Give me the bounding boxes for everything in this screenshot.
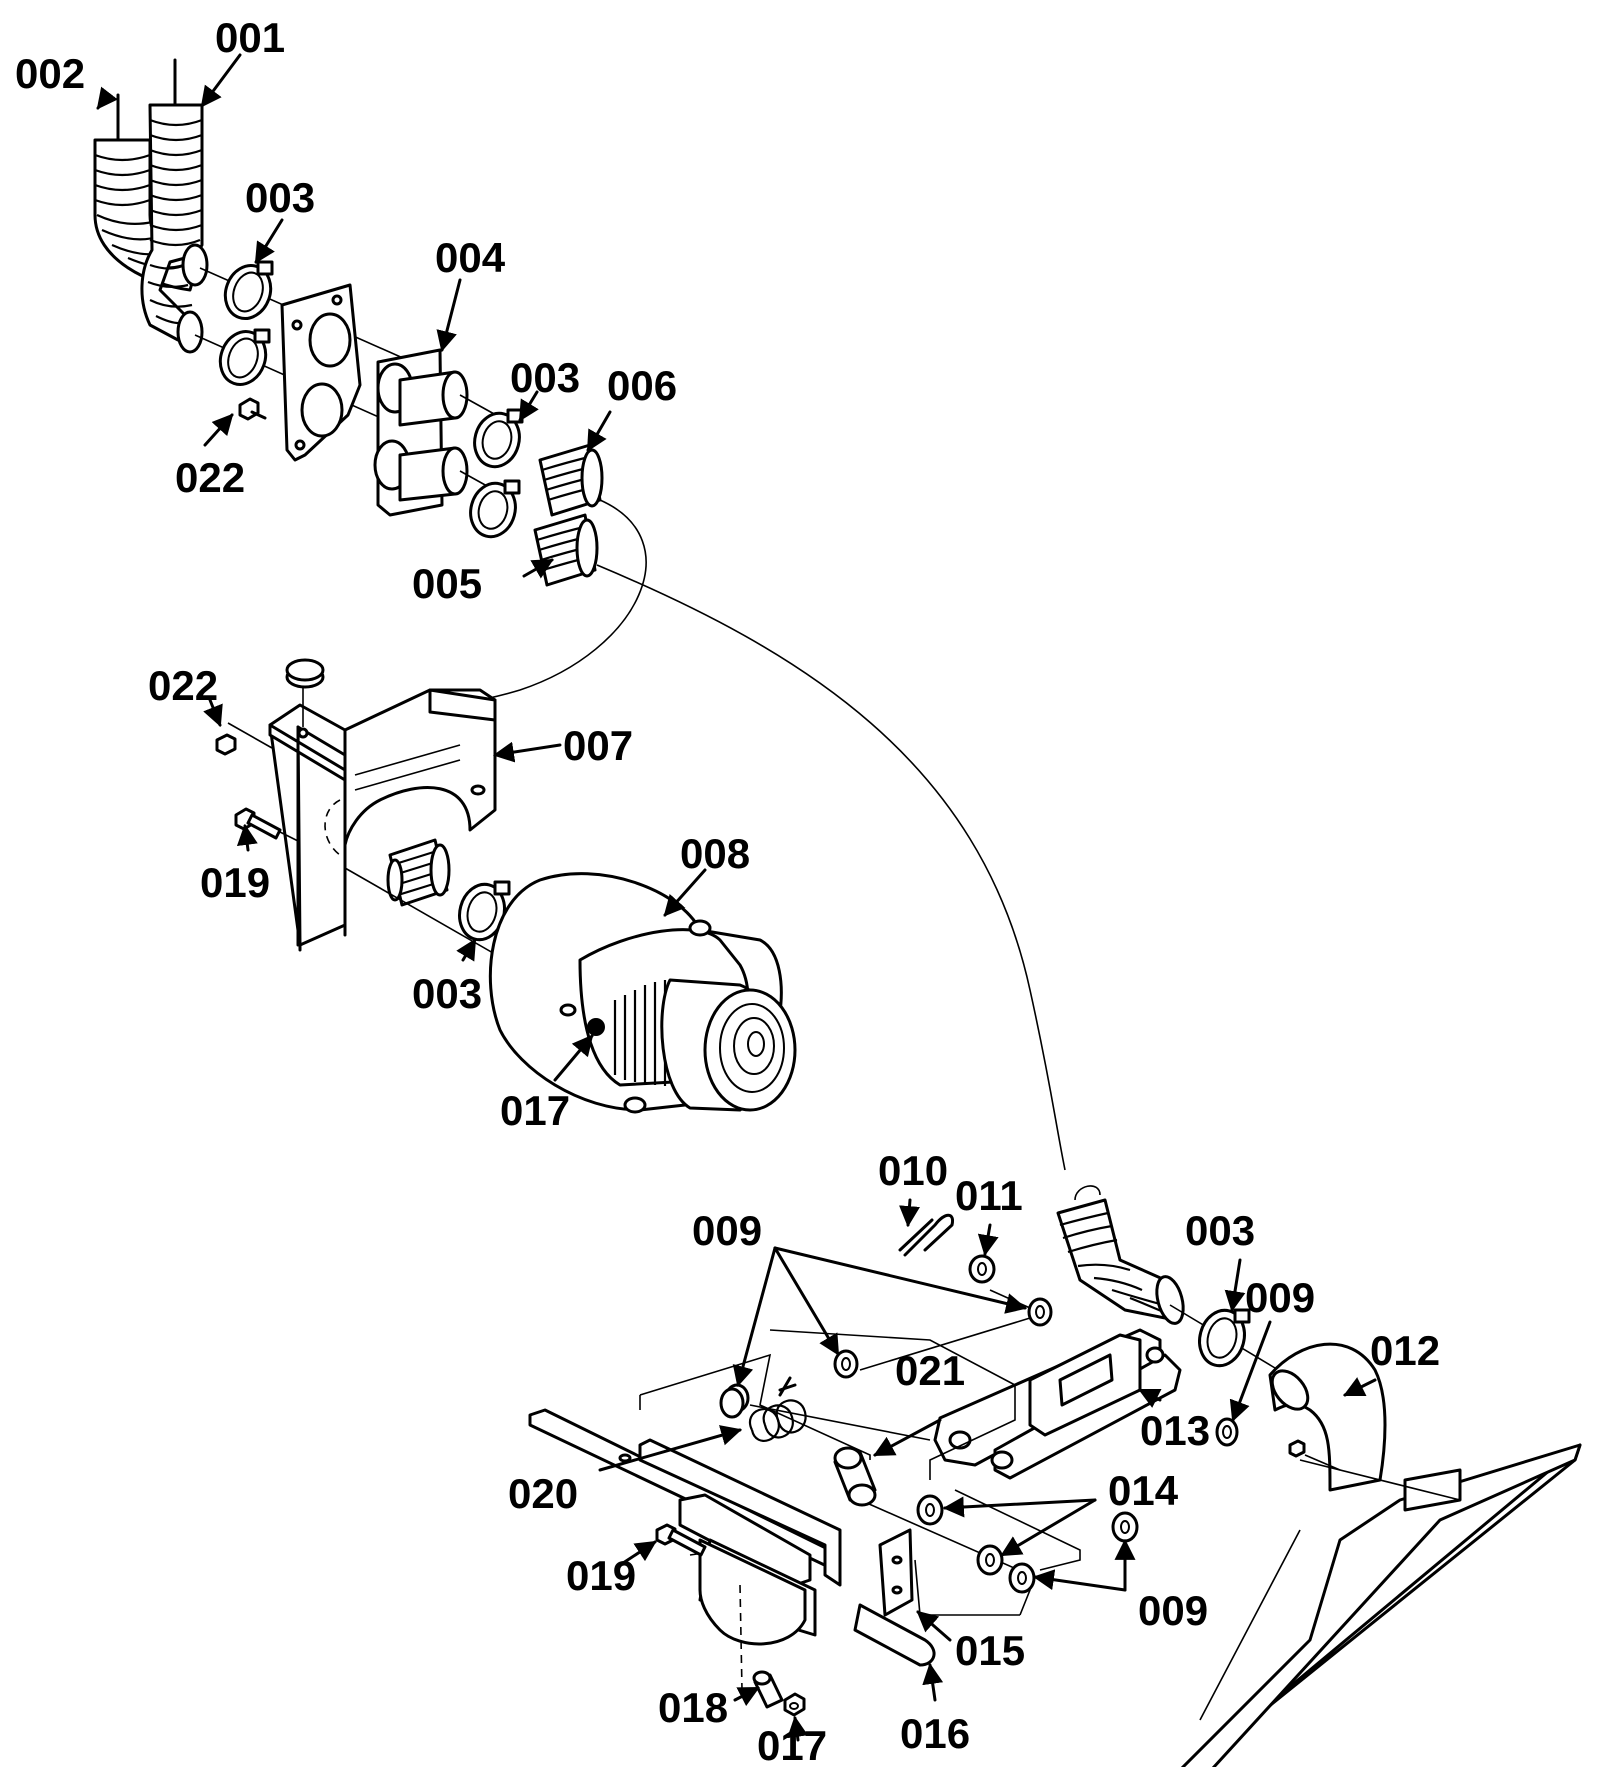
hose-clamp-mid-1 bbox=[473, 408, 524, 469]
hose-clamp-lower bbox=[218, 328, 271, 386]
hose-clamp-lower-right bbox=[1198, 1308, 1251, 1368]
callout-006: 006 bbox=[607, 362, 677, 409]
cotter-pin-010 bbox=[898, 1213, 955, 1257]
lower-hose bbox=[1056, 1185, 1185, 1325]
hose-segment-006 bbox=[538, 443, 604, 517]
washer-009-lower-1 bbox=[1008, 1562, 1036, 1594]
washer-009-upper-1 bbox=[1027, 1297, 1053, 1327]
washer-009-upper-2 bbox=[833, 1349, 859, 1379]
spring-020 bbox=[748, 1376, 807, 1442]
callout-008: 008 bbox=[680, 830, 750, 877]
callout-017-motor: 017 bbox=[500, 1087, 570, 1134]
callout-001: 001 bbox=[215, 14, 285, 61]
callout-003-motor: 003 bbox=[412, 970, 482, 1017]
callout-019-mid: 019 bbox=[200, 859, 270, 906]
screw-022-upper bbox=[238, 397, 267, 421]
callout-005: 005 bbox=[412, 560, 482, 607]
callout-015: 015 bbox=[955, 1627, 1025, 1674]
sleeve-018 bbox=[752, 1670, 784, 1709]
hose-clamp-mid-2 bbox=[469, 479, 521, 539]
flange-adapter-004 bbox=[373, 348, 469, 517]
washer-009-left bbox=[719, 1387, 745, 1419]
washer-014-2 bbox=[976, 1544, 1004, 1576]
hose-clamp-motor bbox=[458, 880, 511, 942]
blower-motor-008 bbox=[488, 872, 797, 1114]
short-hose bbox=[386, 838, 451, 907]
washer-009-right bbox=[1215, 1417, 1239, 1447]
callout-004: 004 bbox=[435, 234, 506, 281]
callout-003-top: 003 bbox=[245, 174, 315, 221]
screw-022-middle bbox=[215, 722, 273, 756]
leader-lines bbox=[96, 53, 1377, 1742]
pivot-link-013 bbox=[933, 1328, 1182, 1480]
mounting-bracket-007 bbox=[268, 658, 497, 952]
callout-017-lower: 017 bbox=[757, 1722, 827, 1767]
callout-003-lower: 003 bbox=[1185, 1207, 1255, 1254]
callout-009-right: 009 bbox=[1245, 1274, 1315, 1321]
callout-019-lower: 019 bbox=[566, 1552, 636, 1599]
callout-009-upper: 009 bbox=[692, 1207, 762, 1254]
base-bracket-015 bbox=[528, 1408, 936, 1691]
nut-017-lower bbox=[783, 1692, 806, 1717]
callout-013: 013 bbox=[1140, 1407, 1210, 1454]
bushing-021 bbox=[833, 1446, 877, 1507]
gasket-plate bbox=[280, 283, 362, 462]
washer-011 bbox=[968, 1254, 996, 1284]
callout-021: 021 bbox=[895, 1347, 965, 1394]
callout-014: 014 bbox=[1108, 1467, 1179, 1514]
hose-001 bbox=[140, 58, 209, 354]
washer-014-1 bbox=[916, 1494, 944, 1526]
callout-labels: 002 001 003 004 003 006 022 005 022 007 … bbox=[15, 14, 1440, 1767]
bolt-019-lower bbox=[655, 1523, 707, 1557]
callout-011: 011 bbox=[955, 1172, 1023, 1219]
callout-022-mid: 022 bbox=[148, 662, 218, 709]
callout-003-mid: 003 bbox=[510, 354, 580, 401]
hose-clamp-upper bbox=[223, 260, 274, 320]
callout-010: 010 bbox=[878, 1147, 948, 1194]
callout-016: 016 bbox=[900, 1710, 970, 1757]
washer-009-lower-2 bbox=[1111, 1511, 1139, 1543]
hose-segment-005 bbox=[533, 513, 599, 587]
callout-020: 020 bbox=[508, 1470, 578, 1517]
callout-018: 018 bbox=[658, 1684, 728, 1731]
callout-007: 007 bbox=[563, 722, 633, 769]
callout-012: 012 bbox=[1370, 1327, 1440, 1374]
callout-002: 002 bbox=[15, 50, 85, 97]
callout-009-lower: 009 bbox=[1138, 1587, 1208, 1634]
callout-022-top: 022 bbox=[175, 454, 245, 501]
